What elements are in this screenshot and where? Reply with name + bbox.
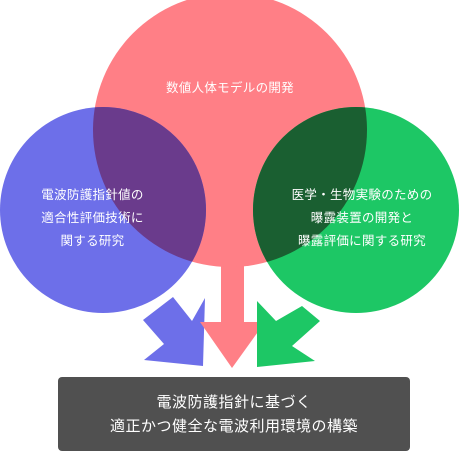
right-circle-label: 医学・生物実験のための 曝露装置の開発と 曝露評価に関する研究 [262, 183, 459, 252]
top-arrow [200, 250, 265, 368]
left-circle-label: 電波防護指針値の 適合性評価技術に 関する研究 [0, 183, 185, 252]
result-line: 適正かつ健全な電波利用環境の構築 [109, 417, 358, 435]
right-arrow [257, 301, 320, 367]
left-circle-label-line: 関する研究 [60, 233, 125, 248]
result-box: 電波防護指針に基づく 適正かつ健全な電波利用環境の構築 [58, 377, 410, 451]
result-line: 電波防護指針に基づく [156, 393, 312, 411]
right-circle-label-line: 曝露評価に関する研究 [297, 233, 426, 248]
top-circle-label: 数値人体モデルの開発 [100, 76, 360, 99]
top-circle-label-line: 数値人体モデルの開発 [165, 80, 294, 95]
right-circle-label-line: 医学・生物実験のための [291, 187, 433, 202]
left-circle-label-line: 適合性評価技術に [41, 210, 144, 225]
right-circle-label-line: 曝露装置の開発と [310, 210, 414, 225]
left-circle-label-line: 電波防護指針値の [41, 187, 144, 202]
left-arrow [143, 297, 205, 366]
